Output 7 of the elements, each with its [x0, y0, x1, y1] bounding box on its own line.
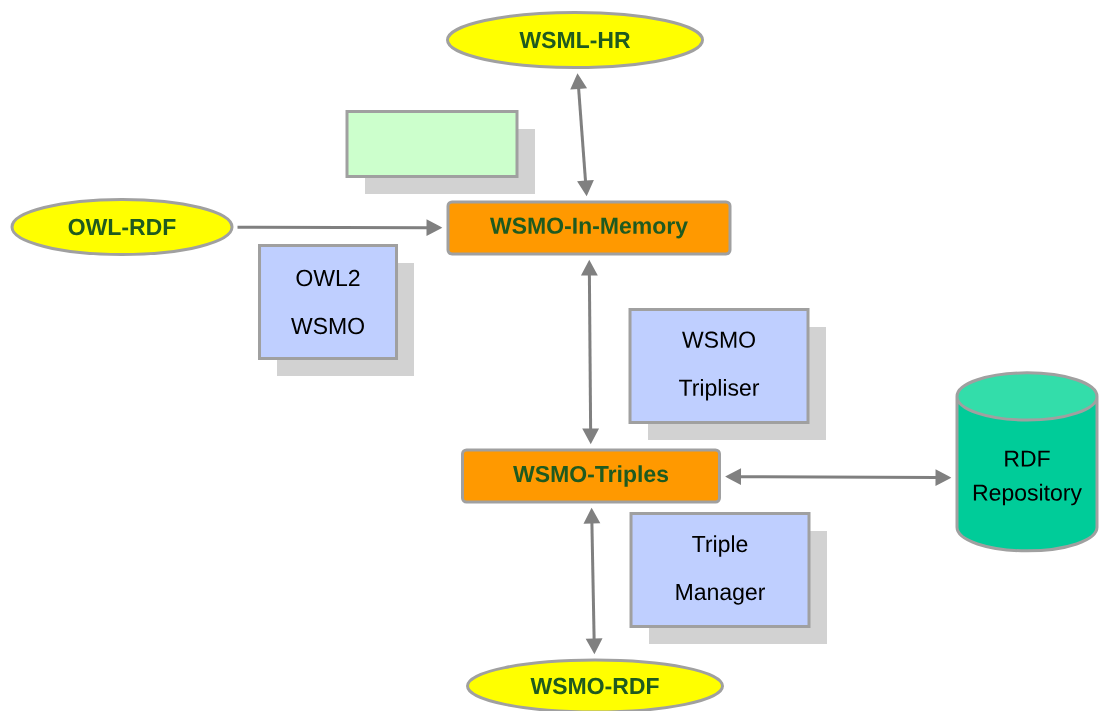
model-box: WSMO-In-Memory [446, 200, 732, 256]
component-box [345, 110, 535, 194]
repository-cylinder: RDF Repository [955, 371, 1099, 553]
component-box: Triple Manager [629, 512, 827, 644]
component-box: OWL2 WSMO [258, 244, 414, 376]
model-box: WSMO-Triples [461, 448, 721, 504]
component-box: WSMO Tripliser [628, 308, 826, 440]
